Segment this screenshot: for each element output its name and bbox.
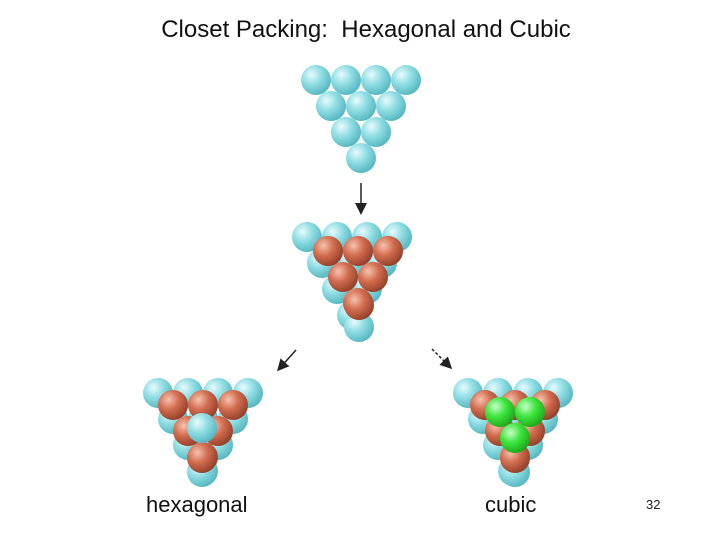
layer-c-sphere bbox=[485, 397, 515, 427]
layer-a-sphere bbox=[361, 65, 391, 95]
cubic-caption: cubic bbox=[485, 492, 537, 517]
hexagonal-caption: hexagonal bbox=[146, 492, 248, 517]
layer-b-sphere bbox=[343, 236, 373, 266]
layer-a-sphere bbox=[316, 91, 346, 121]
layer-a-sphere bbox=[346, 143, 376, 173]
layer-a-sphere bbox=[344, 312, 374, 342]
cubic-stack bbox=[453, 378, 573, 487]
slide-title: Closet Packing: Hexagonal and Cubic bbox=[161, 16, 571, 43]
slide-number: 32 bbox=[646, 497, 661, 512]
layer-a-sphere bbox=[331, 65, 361, 95]
layer-c-sphere bbox=[500, 423, 530, 453]
layer-b-sphere bbox=[158, 390, 188, 420]
layer-c-sphere bbox=[515, 397, 545, 427]
layer-a-sphere bbox=[346, 91, 376, 121]
single-layer-stack bbox=[301, 65, 421, 173]
layer-a-top-sphere bbox=[187, 413, 217, 443]
right-down-arrow bbox=[431, 348, 453, 370]
layer-b-sphere bbox=[188, 390, 218, 420]
layer-b-sphere bbox=[344, 290, 374, 320]
layer-b-sphere bbox=[218, 390, 248, 420]
hexagonal-stack bbox=[143, 378, 263, 487]
layer-a-sphere bbox=[361, 117, 391, 147]
layer-b-sphere bbox=[187, 443, 217, 473]
left-down-arrow bbox=[276, 349, 297, 372]
layer-a-sphere bbox=[331, 117, 361, 147]
layer-a-sphere bbox=[301, 65, 331, 95]
layer-b-sphere bbox=[313, 236, 343, 266]
layer-a-sphere bbox=[376, 91, 406, 121]
two-layer-stack bbox=[292, 222, 412, 342]
layer-a-sphere bbox=[391, 65, 421, 95]
layer-b-sphere bbox=[358, 262, 388, 292]
layer-b-sphere bbox=[373, 236, 403, 266]
layer-b-sphere bbox=[328, 262, 358, 292]
